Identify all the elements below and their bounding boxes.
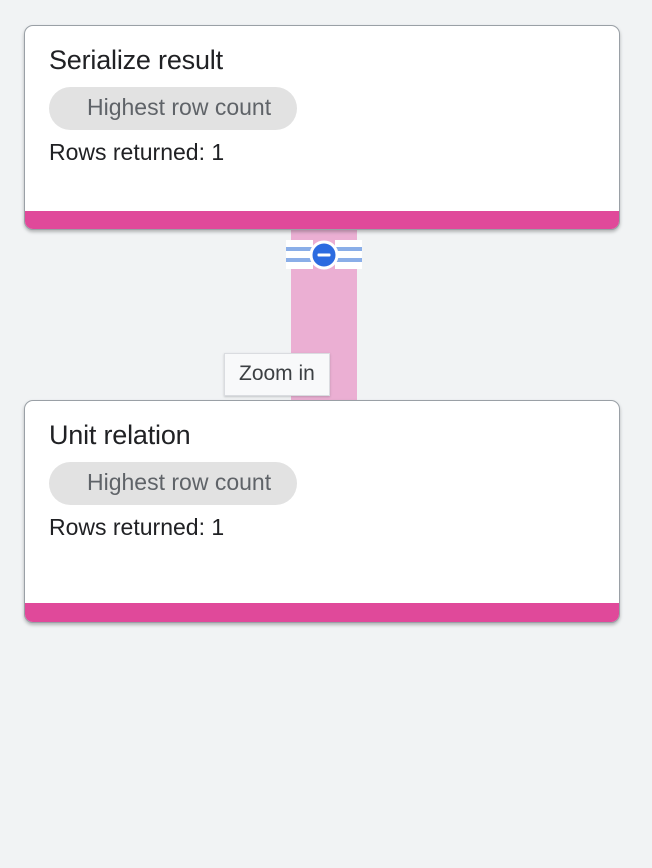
node-card-unit-relation[interactable]: Unit relation Highest row count Rows ret… (24, 400, 620, 623)
node-status-bar (25, 603, 619, 622)
rail-line-upper-right (335, 247, 362, 251)
rail-line-lower-right (335, 258, 362, 262)
node-status-bar (25, 211, 619, 229)
minus-circle-icon[interactable] (309, 240, 339, 269)
node-title: Unit relation (49, 420, 191, 450)
node-title: Serialize result (49, 45, 223, 75)
node-rows-returned: Rows returned: 1 (49, 138, 225, 165)
node-badge-highest-row-count[interactable]: Highest row count (49, 86, 298, 130)
connector-collapse-control[interactable] (286, 240, 362, 269)
connector-rail-left (286, 240, 313, 269)
connector-rail-right (335, 240, 362, 269)
rail-line-lower-left (286, 258, 313, 262)
zoom-in-tooltip: Zoom in (224, 353, 330, 397)
node-card-body: Serialize result Highest row count Rows … (25, 26, 619, 166)
node-badge-highest-row-count[interactable]: Highest row count (49, 461, 298, 505)
node-card-body: Unit relation Highest row count Rows ret… (25, 401, 619, 541)
node-card-serialize-result[interactable]: Serialize result Highest row count Rows … (24, 25, 620, 230)
rail-line-upper-left (286, 247, 313, 251)
node-rows-returned: Rows returned: 1 (49, 513, 225, 540)
minus-glyph-icon (317, 253, 331, 256)
